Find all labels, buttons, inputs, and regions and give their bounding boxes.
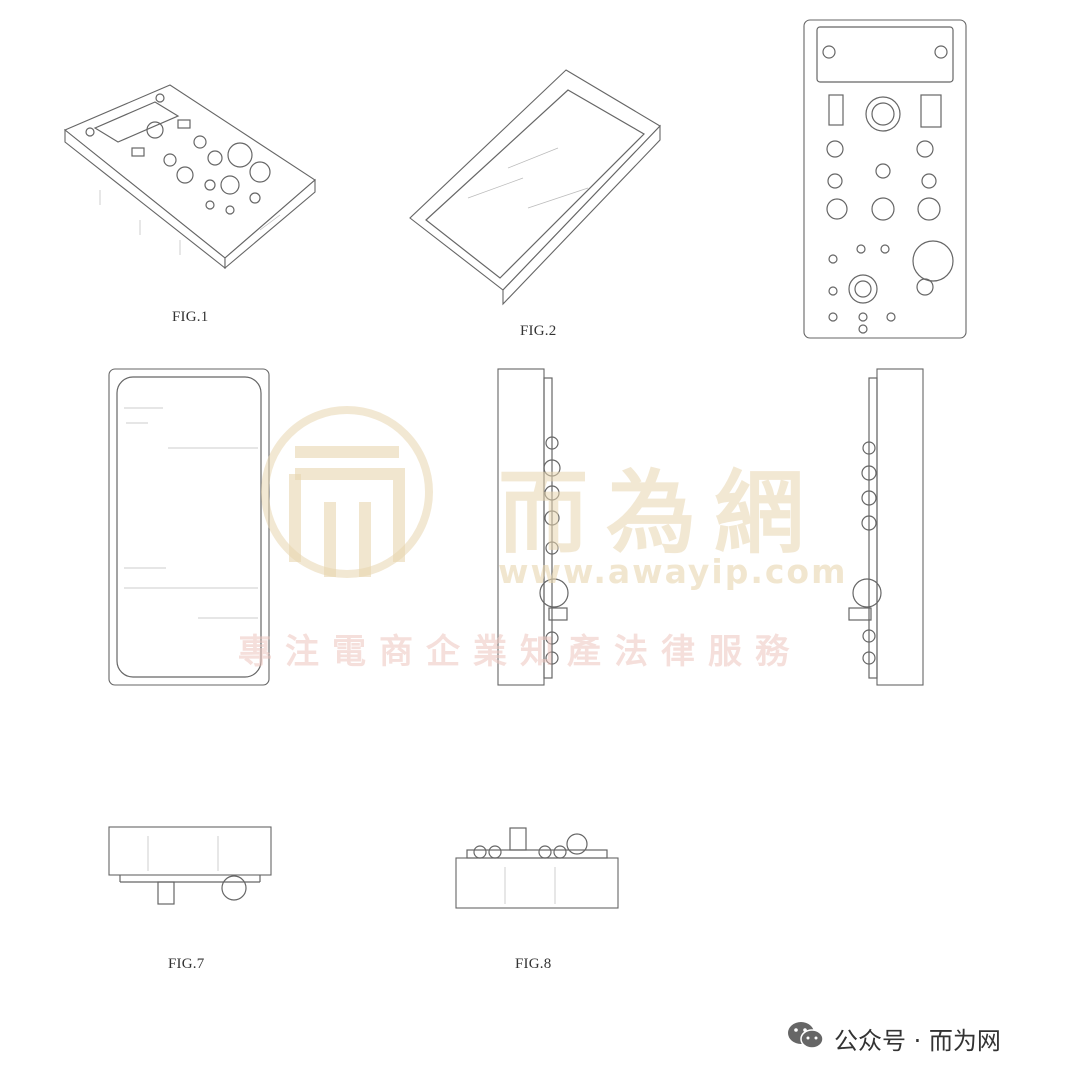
watermark-logo-icon [255,392,435,612]
watermark-brand-name: 而為網 [498,461,822,566]
figure-8-rear-view [455,822,620,910]
figure-2-bottom-perspective [408,68,668,306]
figure-5-left-side-view [497,368,573,686]
figure-8-caption: FIG.8 [515,956,552,972]
footer-credit: 公众号 · 而为网 [786,1020,1001,1056]
figure-6-right-side-view [845,368,925,686]
watermark-url: www.awayip.com [498,552,848,591]
figure-7-caption: FIG.7 [168,956,205,972]
figure-1-perspective-view [60,80,320,270]
footer-text: 公众号 · 而为网 [834,1026,1001,1055]
figure-2-caption: FIG.2 [520,323,557,339]
watermark-slogan: 專注電商企業知產法律服務 [238,632,802,672]
figure-3-top-view [803,19,967,339]
figure-1-caption: FIG.1 [172,309,209,325]
wechat-icon [786,1020,826,1057]
figure-7-front-view [108,826,273,906]
